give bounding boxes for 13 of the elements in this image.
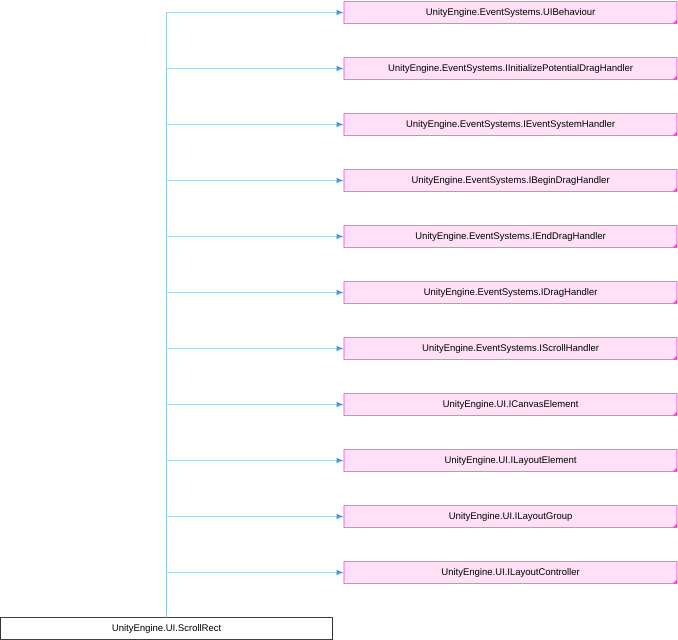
interface-box: UnityEngine.EventSystems.UIBehaviour [344,1,678,24]
interface-box: UnityEngine.EventSystems.IBeginDragHandler [344,169,678,192]
arrow [166,570,343,618]
class-box: UnityEngine.UI.ScrollRect [0,617,333,640]
interface-box: UnityEngine.EventSystems.IDragHandler [344,281,678,304]
interface-box: UnityEngine.UI.ILayoutController [344,561,678,584]
interface-box: UnityEngine.EventSystems.IEndDragHandler [344,225,678,248]
interface-box: UnityEngine.UI.ICanvasElement [344,393,678,416]
interface-box: UnityEngine.UI.ILayoutElement [344,449,678,472]
interface-box: UnityEngine.EventSystems.IScrollHandler [344,337,678,360]
interface-box: UnityEngine.UI.ILayoutGroup [344,505,678,528]
interface-box: UnityEngine.EventSystems.IEventSystemHandler [344,113,678,136]
interface-box: UnityEngine.EventSystems.IInitializePotentialDragHandler [344,57,678,80]
